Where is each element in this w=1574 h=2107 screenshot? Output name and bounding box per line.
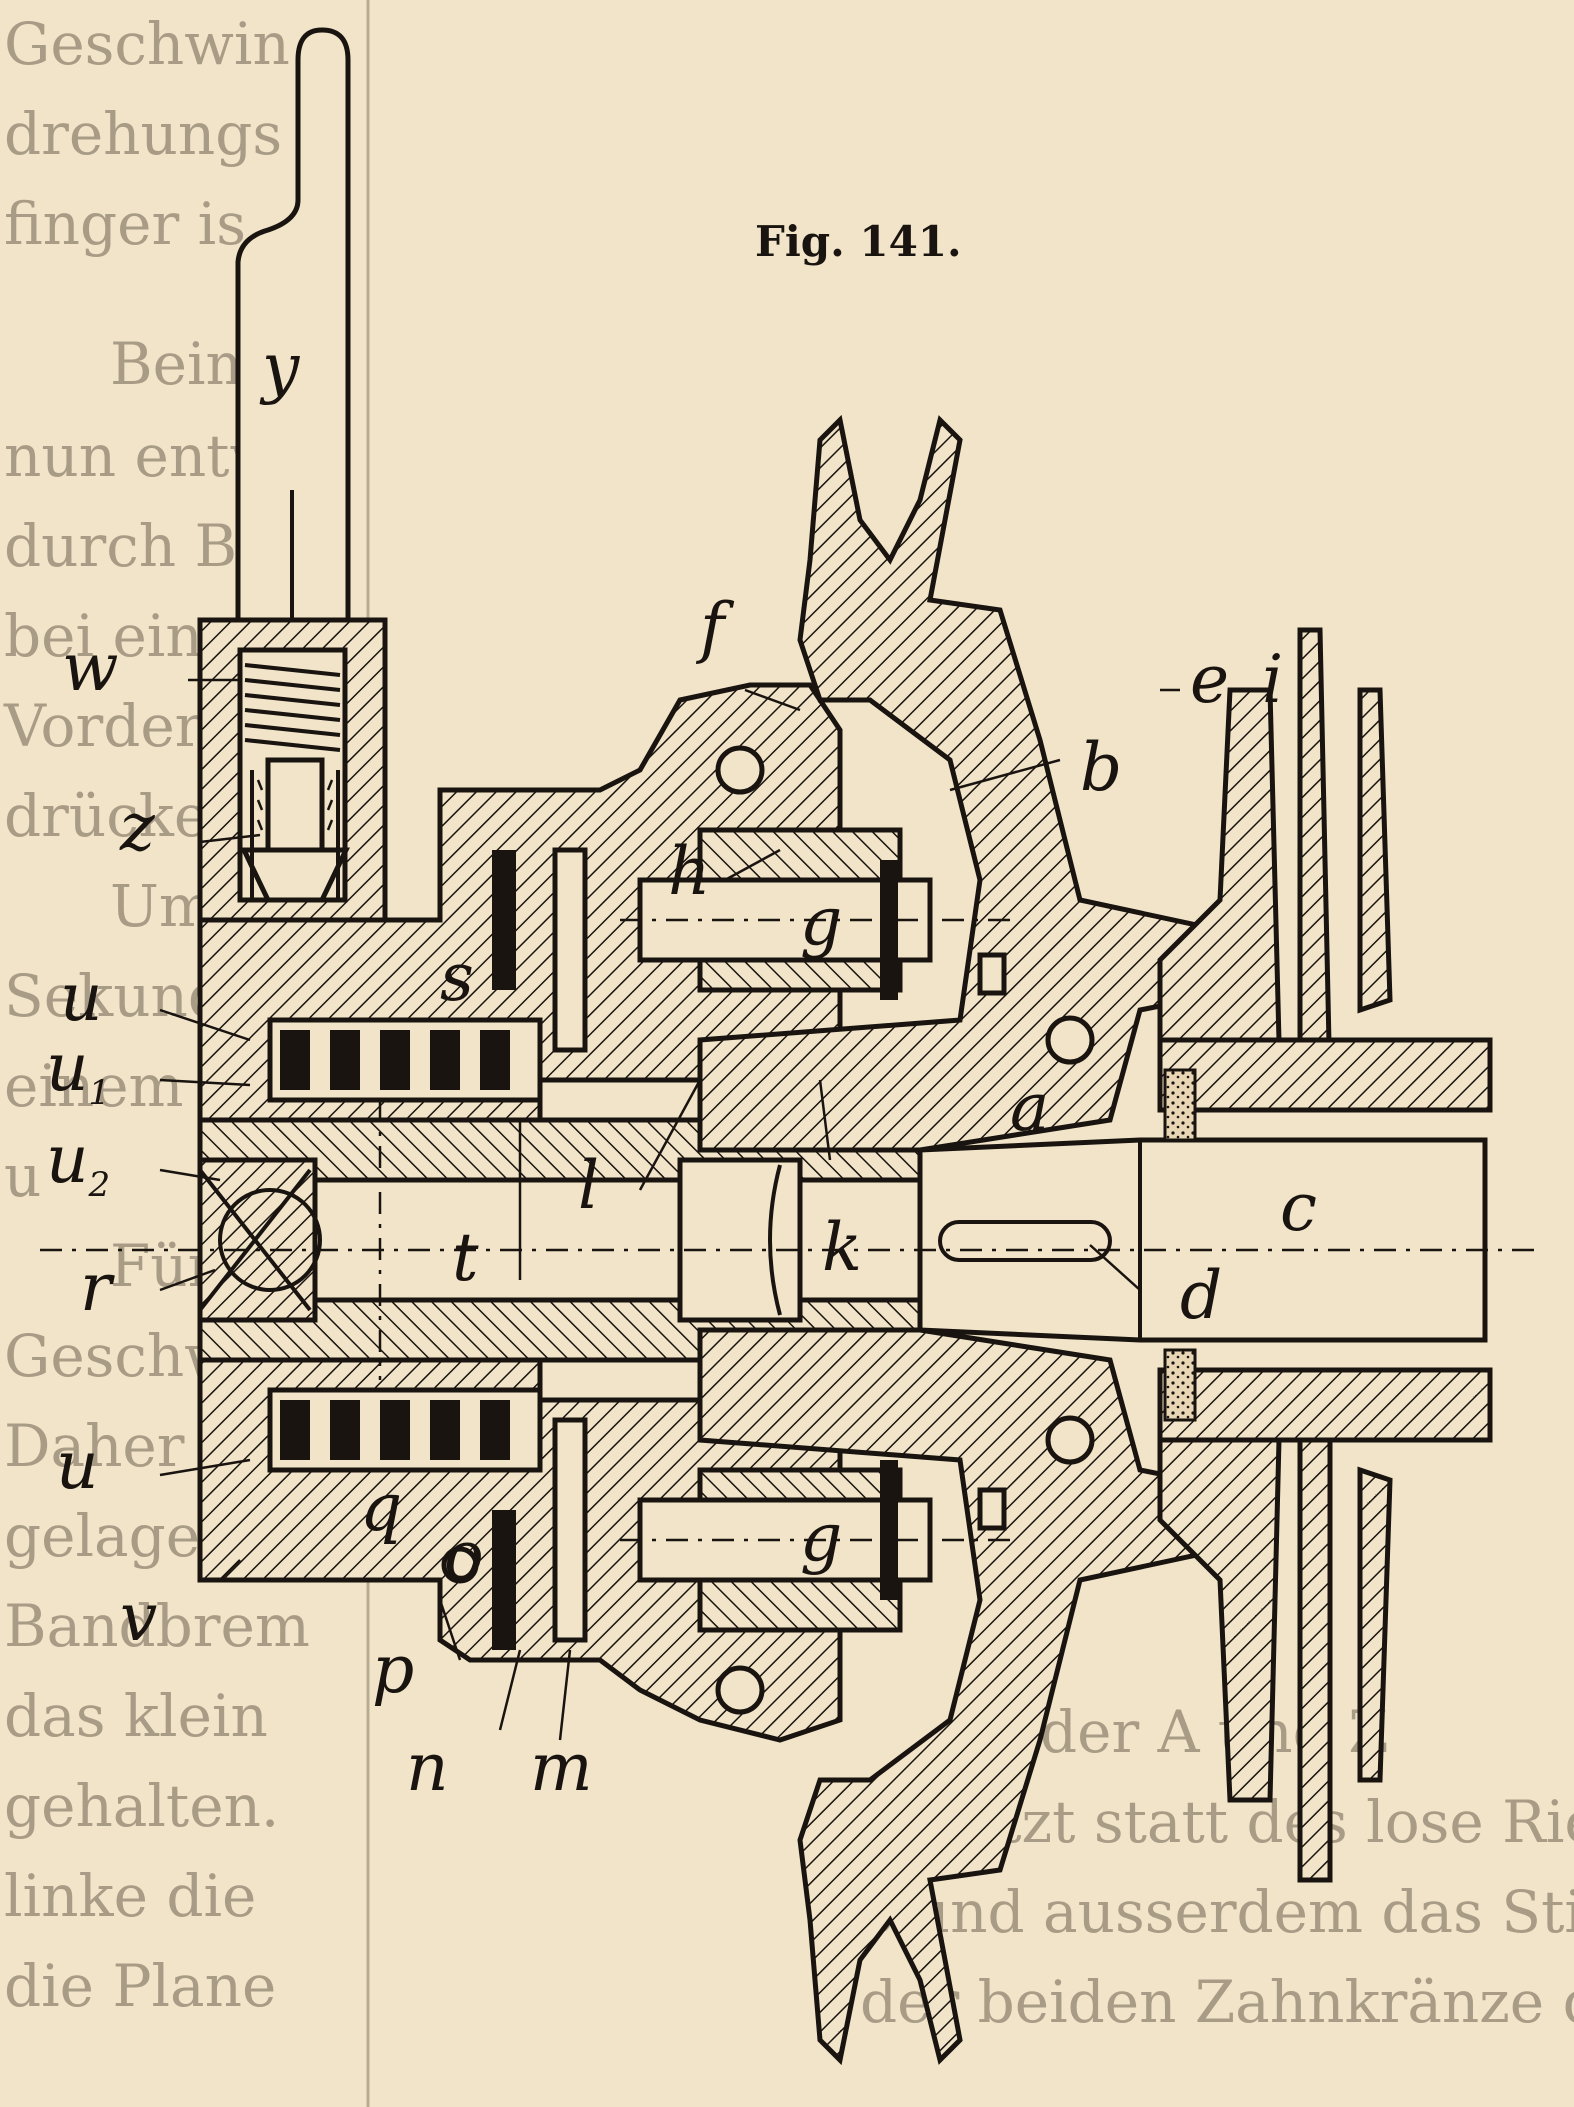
spring-w <box>244 663 341 752</box>
bleed-line: Beim <box>110 330 261 398</box>
spring-s <box>267 1017 543 1103</box>
label-e: e <box>1190 641 1229 718</box>
label-m: m <box>530 1729 593 1806</box>
label-g-lower: g <box>800 1499 842 1576</box>
label-o: o <box>444 1517 484 1594</box>
label-u2-base: u <box>46 1121 89 1198</box>
label-y: y <box>259 329 300 406</box>
right-disc <box>1157 627 1493 1883</box>
bleed-line: die Plane <box>4 1952 276 2020</box>
label-g-upper: g <box>800 883 842 960</box>
label-f: f <box>695 589 735 666</box>
bleed-line: Um <box>110 872 214 940</box>
label-u2: u2 <box>46 1121 110 1205</box>
label-h: h <box>668 833 711 910</box>
spring-housing <box>197 617 388 933</box>
ball-bearings <box>441 745 1095 1715</box>
brake-discs <box>492 847 588 1650</box>
label-v: v <box>120 1579 157 1656</box>
bleed-line: der A und Z <box>1040 1698 1389 1766</box>
bleed-line: Daher ( <box>4 1412 226 1480</box>
label-u1: u1 <box>46 1029 110 1113</box>
bleed-line: durch Be <box>4 512 271 580</box>
planet-gear-lower <box>620 1460 1010 1633</box>
bleed-line: gehalten. <box>4 1772 279 1840</box>
bleed-line: der beiden Zahnkränze des lose <box>860 1968 1574 2036</box>
labels: y w z u u1 u2 r u v f h g b e i a c d k … <box>46 329 1317 1806</box>
label-w: w <box>62 629 119 706</box>
bleed-line: linke die <box>4 1862 256 1930</box>
bleed-line: Geschwin <box>4 10 290 78</box>
label-u1-base: u <box>46 1029 89 1106</box>
output-shaft-c <box>917 1137 1488 1343</box>
planet-gear-upper <box>620 827 1010 1000</box>
label-p: p <box>372 1631 414 1708</box>
label-z: z <box>119 789 156 866</box>
leader-lines <box>159 678 1180 1741</box>
label-i: i <box>1262 641 1283 718</box>
label-s: s <box>440 939 474 1016</box>
label-b: b <box>1080 729 1122 806</box>
bleed-line: bei ein <box>4 602 203 670</box>
bleed-line: u <box>4 1142 41 1210</box>
label-u-lower: u <box>56 1427 99 1504</box>
bleed-through-text: Geschwin drehungs finger is Beim nun ent… <box>3 0 1574 2107</box>
central-shaft <box>197 1117 923 1363</box>
bleed-line: e und ausserdem das Stirnrad <box>860 1878 1574 1946</box>
bleed-line: nun entw <box>4 422 279 490</box>
label-u: u <box>60 959 103 1036</box>
bleed-line: Bandbrem <box>4 1592 310 1660</box>
figure-caption: Fig. 141. <box>755 217 962 266</box>
label-d: d <box>1180 1257 1222 1334</box>
label-u2-sub: 2 <box>88 1165 111 1205</box>
spring-q <box>267 1387 543 1473</box>
bleed-line: drehungs <box>4 100 282 168</box>
label-k: k <box>822 1209 862 1286</box>
label-a: a <box>1010 1069 1049 1146</box>
label-n: n <box>406 1729 449 1806</box>
label-u1-sub: 1 <box>89 1073 111 1113</box>
bleed-line: Geschw <box>4 1322 234 1390</box>
bleed-line: finger is <box>4 190 246 258</box>
bleed-line: einem <box>4 1052 184 1120</box>
label-t: t <box>452 1219 479 1296</box>
label-c: c <box>1280 1169 1317 1246</box>
bleed-line: das klein <box>4 1682 268 1750</box>
label-r: r <box>80 1249 115 1326</box>
label-q: q <box>360 1469 402 1546</box>
label-l: l <box>578 1147 599 1224</box>
